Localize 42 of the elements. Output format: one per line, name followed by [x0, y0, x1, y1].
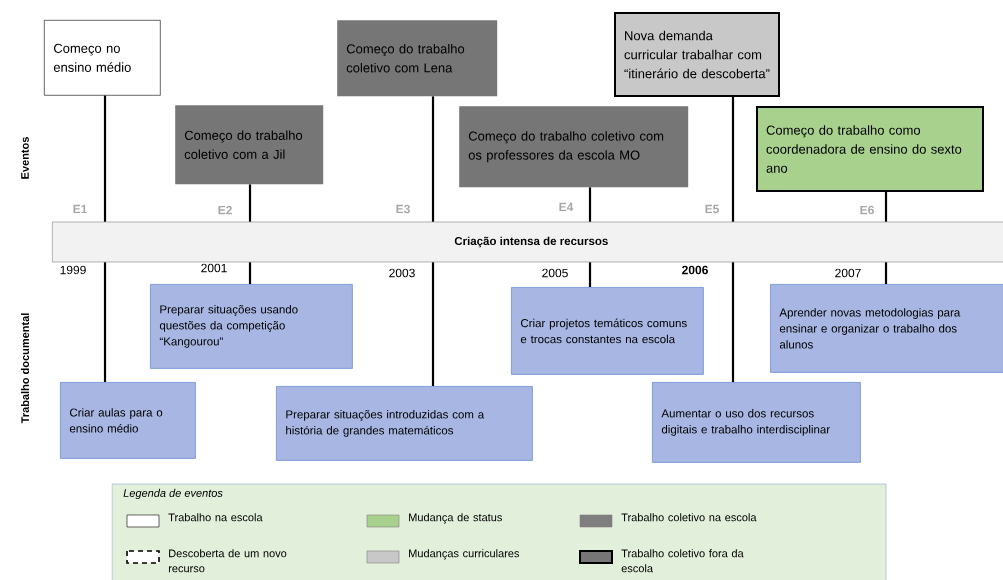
document-box: Preparar situações usando questões da competição “Kangourou”	[150, 284, 353, 369]
event-number: E6	[860, 205, 874, 215]
connector-line	[248, 184, 252, 222]
legend-text: Mudanças curriculares	[409, 549, 520, 560]
connector-line	[431, 262, 435, 386]
connector-line	[248, 262, 252, 284]
document-box: Aumentar o uso dos recursos digitais e trabalho interdisciplinar	[652, 382, 861, 463]
connector-line	[588, 187, 592, 222]
event-box: Começo do trabalho coletivo com Lena	[337, 20, 498, 97]
event-box: Começo do trabalho como coordenadora de ensino do sexto ano	[756, 106, 984, 192]
connector-line	[731, 262, 735, 382]
connector-line	[103, 262, 107, 382]
event-number: E5	[705, 204, 719, 214]
legend-text: Trabalho coletivo fora da escola	[621, 549, 744, 573]
legend-text: Trabalho coletivo na escola	[621, 513, 757, 522]
document-box: Criar aulas para o ensino médio	[60, 382, 196, 459]
event-number: E2	[218, 205, 232, 215]
event-number: E4	[559, 202, 574, 212]
legend-text: Trabalho na escola	[168, 513, 263, 522]
event-box: Começo no ensino médio	[44, 20, 161, 96]
connector-line	[431, 96, 435, 222]
document-box: Preparar situações introduzidas com a história de grandes matemáticos	[276, 386, 533, 461]
connector-line	[731, 97, 735, 222]
year-label: 2001	[201, 263, 227, 273]
document-box: Criar projetos temáticos comuns e trocas constantes na escola	[511, 287, 704, 375]
axis-label: Trabalho documental	[21, 313, 30, 424]
connector-line	[884, 192, 888, 222]
connector-line	[588, 262, 592, 287]
year-label: 2007	[835, 268, 861, 278]
connector-line	[884, 262, 888, 284]
event-box: Começo do trabalho coletivo com os professores da escola MO	[459, 106, 689, 188]
axis-label: Eventos	[21, 137, 29, 179]
year-label: 2005	[542, 268, 568, 278]
event-box: Nova demanda curricular trabalhar com “itinerário de descoberta”	[614, 12, 780, 97]
event-box: Começo do trabalho coletivo com a Jil	[175, 105, 324, 185]
legend-title: Legenda de eventos	[123, 488, 223, 500]
document-box: Aprender novas metodologias para ensinar e organizar o trabalho dos alunos	[770, 284, 1003, 373]
connector-line	[103, 95, 107, 222]
legend-text: Mudança de status	[409, 513, 502, 524]
legend-text: Descoberta de um novo recurso	[168, 549, 287, 573]
year-label: 2006	[682, 265, 708, 275]
timeline-band: Criação intensa de recursos	[52, 221, 1003, 263]
